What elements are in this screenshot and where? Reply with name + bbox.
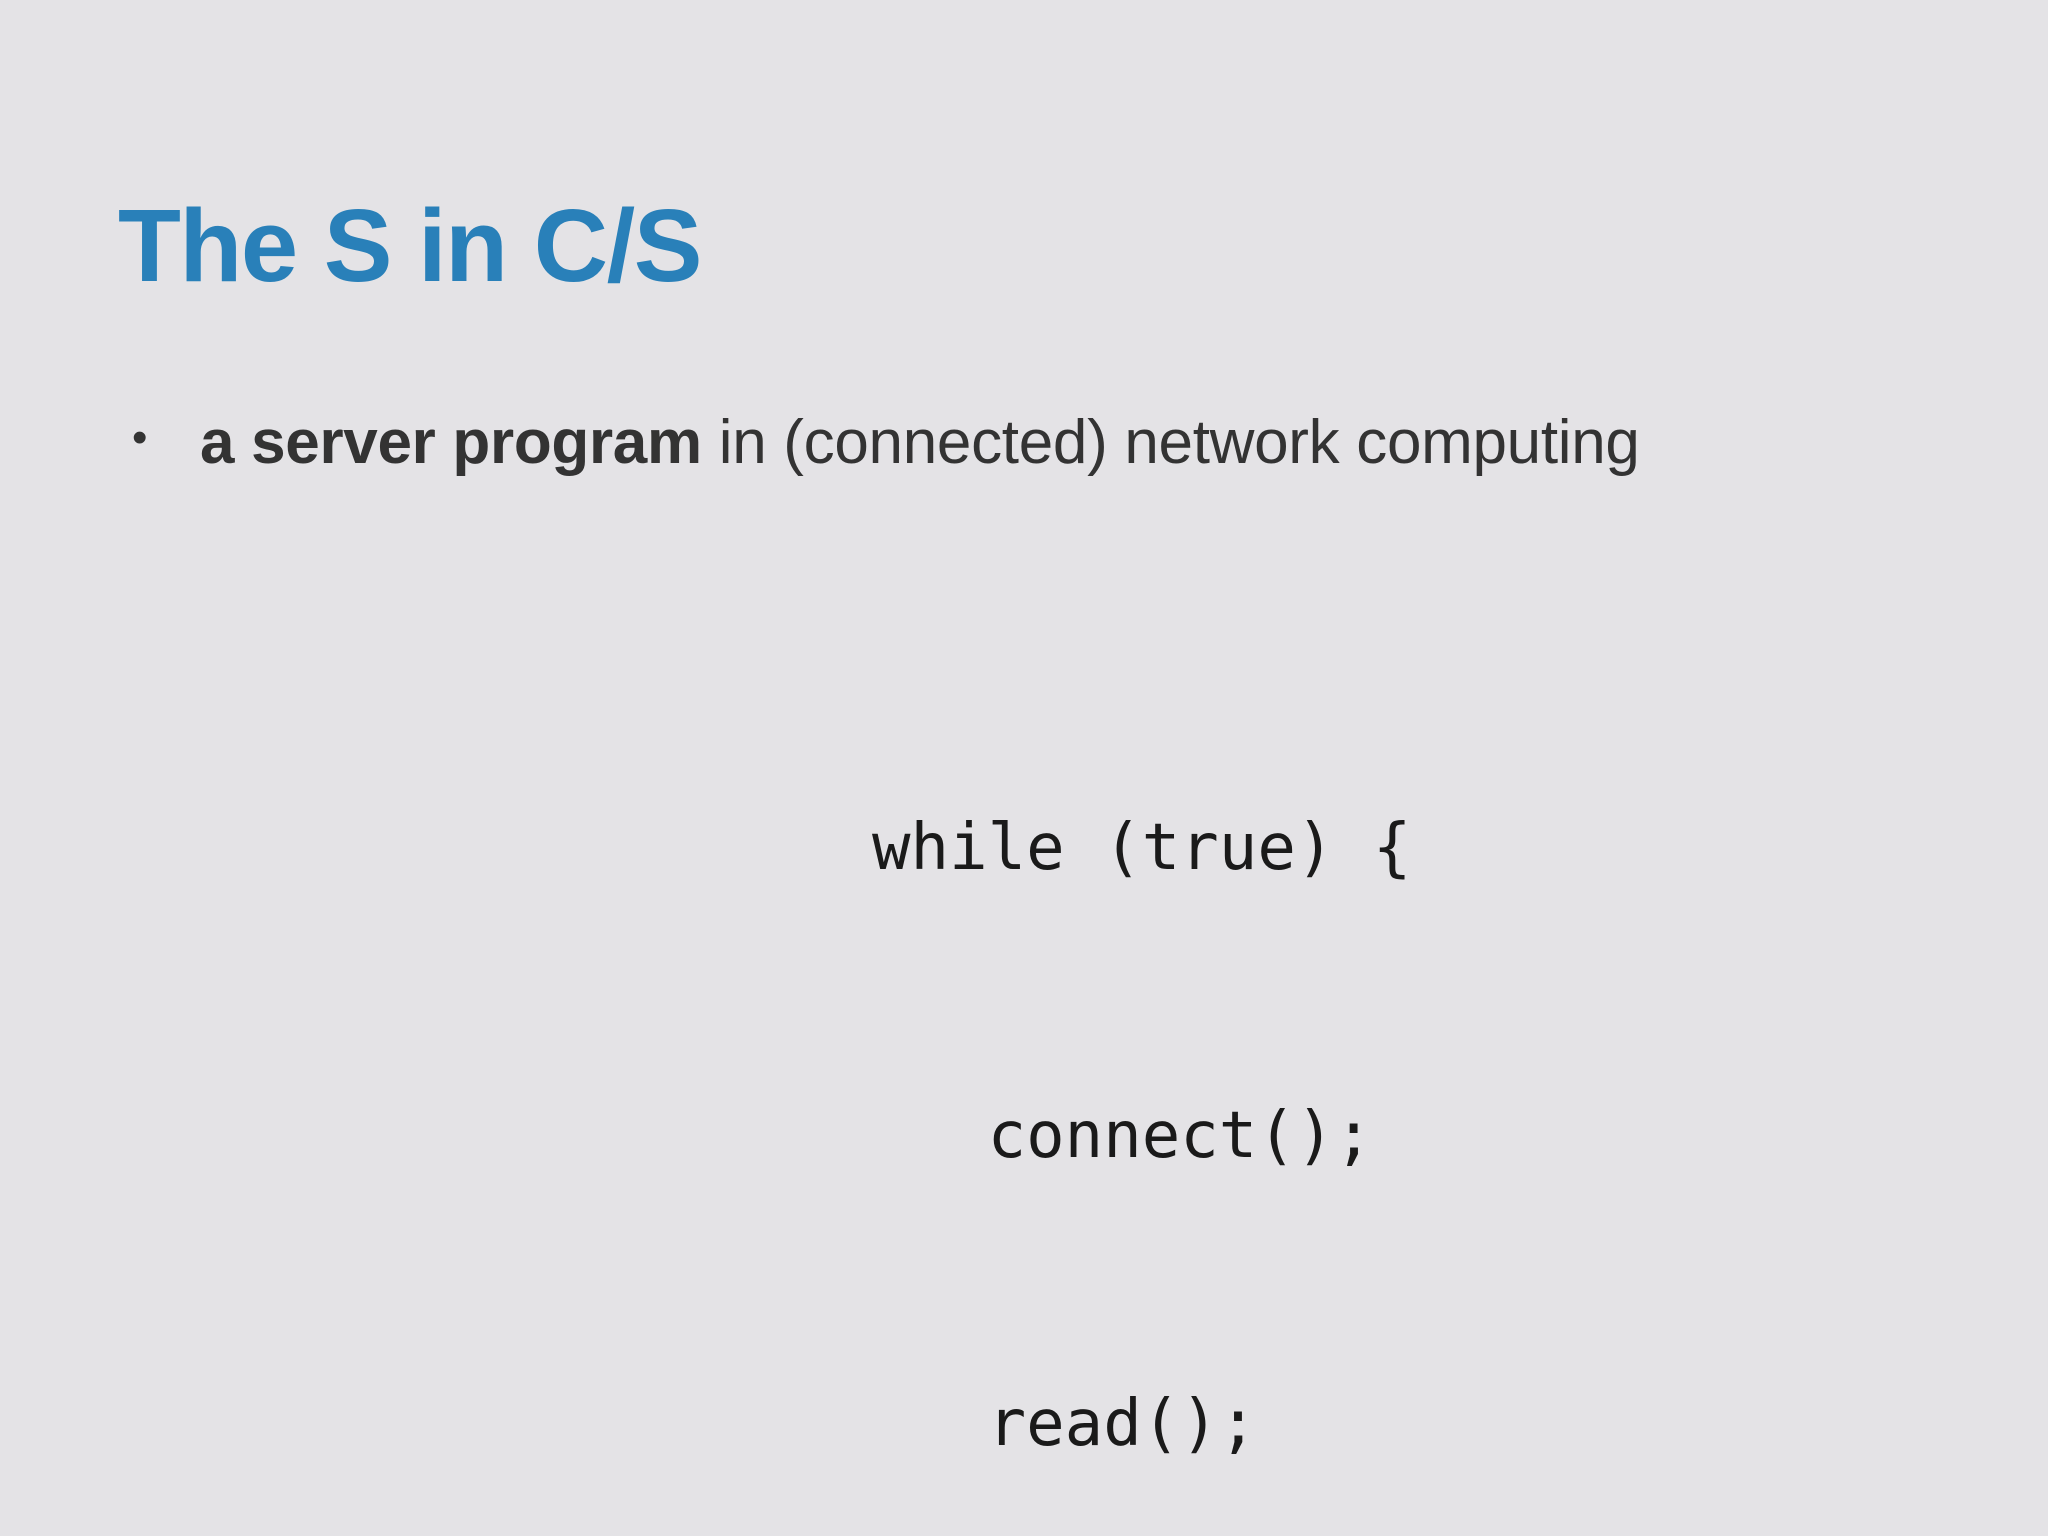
bullet-point-icon: •	[132, 413, 148, 462]
bullet-list: • a server program in (connected) networ…	[120, 405, 1970, 481]
list-item: • a server program in (connected) networ…	[120, 405, 1970, 481]
code-line: while (true) {	[872, 811, 1412, 885]
page-title: The S in C/S	[118, 188, 702, 303]
bullet-item-emphasis: a server program	[200, 408, 702, 477]
code-block: while (true) { connect(); read(); parseR…	[872, 608, 1566, 1536]
code-line: connect();	[872, 1099, 1373, 1173]
code-line: read();	[872, 1387, 1258, 1461]
bullet-item-label: a server program in (connected) network …	[200, 405, 1970, 481]
bullet-item-remainder: in (connected) network computing	[701, 408, 1640, 477]
